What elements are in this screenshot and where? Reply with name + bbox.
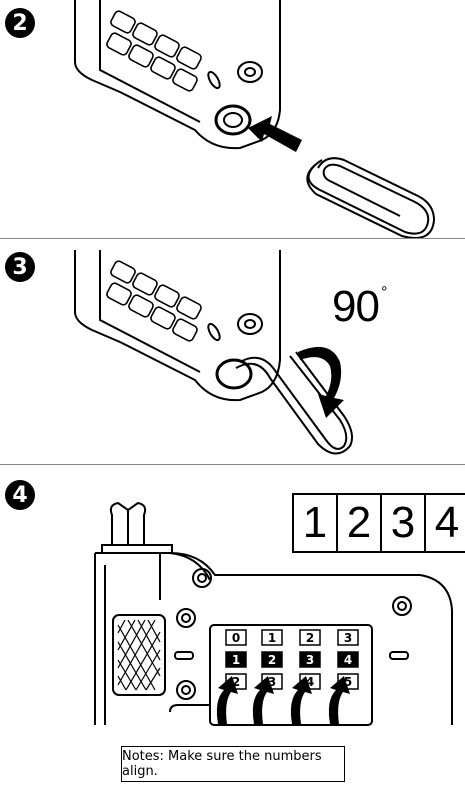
- combination-wheels: 0 1 2 3 1 2 3 4 2 3 4 5: [225, 629, 359, 690]
- wheel-digit: 3: [268, 675, 276, 689]
- wheel-digit: 2: [268, 653, 276, 667]
- wheel-digit: 1: [232, 653, 240, 667]
- rotation-value: 90: [332, 282, 380, 331]
- up-arrow-icon: [216, 676, 238, 724]
- up-arrow-icon: [252, 676, 274, 724]
- step-2-paperclip-illustration: [306, 157, 436, 239]
- step-3-number: 3: [12, 254, 28, 280]
- note-text: Notes: Make sure the numbers align.: [122, 749, 322, 779]
- wheel-cell: [225, 651, 247, 668]
- wheel-digit: 2: [232, 675, 240, 689]
- wheel-digit: 0: [232, 631, 240, 645]
- code-digit: 4: [424, 495, 465, 551]
- wheel-digit: 4: [306, 675, 314, 689]
- wheel-digit: 5: [344, 675, 352, 689]
- wheel-cell: [299, 651, 321, 668]
- up-arrow-icons: [216, 676, 350, 724]
- up-arrow-icon: [328, 676, 350, 724]
- wheel-cell: [337, 629, 359, 646]
- divider-top: [0, 238, 465, 239]
- rotation-unit: °: [380, 284, 387, 301]
- step-4-number: 4: [12, 482, 28, 508]
- code-digit: 2: [336, 495, 380, 551]
- step-2-lock-illustration: [74, 0, 281, 150]
- alignment-note: Notes: Make sure the numbers align.: [121, 746, 345, 782]
- wheel-cell: [299, 629, 321, 646]
- step-2-badge: 2: [5, 8, 35, 38]
- push-arrow-icon: [248, 116, 302, 152]
- wheel-digit: 3: [344, 631, 352, 645]
- rotate-arrow-icon: [298, 346, 344, 418]
- rotation-degrees: 90°: [332, 282, 387, 332]
- wheel-digit: 1: [268, 631, 276, 645]
- step-4-badge: 4: [5, 480, 35, 510]
- wheel-cell: [261, 629, 283, 646]
- wheel-cell: [261, 651, 283, 668]
- wheel-digit: 4: [344, 653, 352, 667]
- lock-grille: [117, 619, 161, 691]
- code-digit: 1: [302, 498, 328, 547]
- wheel-cell: [337, 651, 359, 668]
- divider-bottom: [0, 464, 465, 465]
- combination-code: 1 2 3 4: [292, 493, 465, 553]
- step-3-badge: 3: [5, 252, 35, 282]
- step-2-number: 2: [12, 10, 28, 36]
- code-digit: 3: [380, 495, 424, 551]
- wheel-cell: [225, 629, 247, 646]
- up-arrow-icon: [290, 676, 312, 724]
- step-3-paperclip-illustration: [235, 351, 353, 455]
- wheel-digit: 2: [306, 631, 314, 645]
- step-4-lock-illustration: [94, 501, 453, 726]
- wheel-digit: 3: [306, 653, 314, 667]
- step-3-lock-illustration: [74, 250, 281, 402]
